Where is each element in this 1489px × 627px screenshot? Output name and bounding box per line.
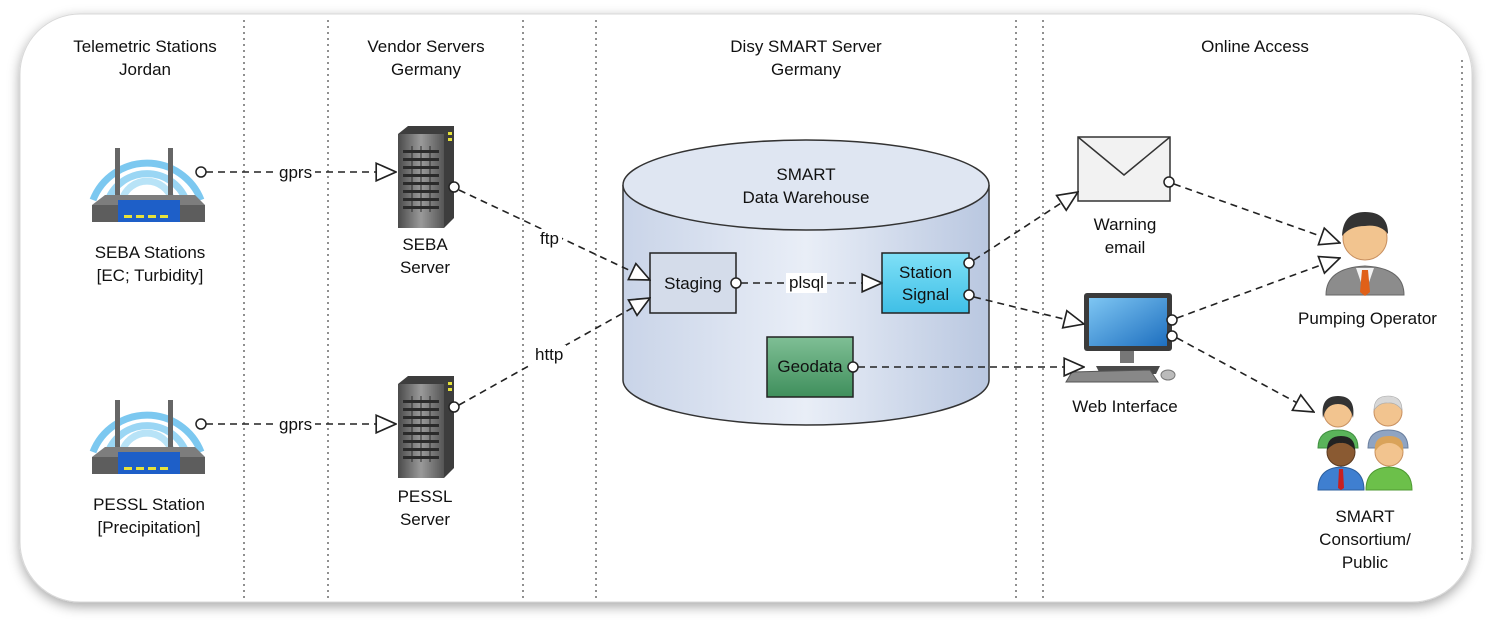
router-icon-seba [89, 148, 205, 222]
server-icon-pessl [398, 376, 454, 478]
connector-web-to-operator [1176, 258, 1340, 319]
data-warehouse-cylinder [622, 139, 990, 426]
pessl-server-label: PESSL Server [397, 487, 453, 529]
connector-signal-to-web [973, 296, 1084, 324]
lane-header-online: Online Access [1201, 37, 1309, 56]
envelope-icon [1077, 136, 1171, 202]
connector-origins [195, 166, 1178, 430]
staging-label: Staging [664, 274, 722, 293]
consortium-group-icon [1317, 395, 1413, 491]
web-interface-label: Web Interface [1072, 397, 1178, 416]
computer-icon [1065, 293, 1176, 383]
connector-web-to-public [1176, 337, 1314, 412]
connector-signal-to-email [973, 192, 1078, 261]
lane-header-disy: Disy SMART Server Germany [730, 37, 882, 79]
lane-header-telemetric: Telemetric Stations Jordan [73, 37, 217, 79]
station-signal-label: Station Signal [899, 263, 952, 304]
pumping-operator-icon [1325, 212, 1405, 296]
gprs-bottom-label: gprs [276, 415, 316, 435]
pumping-operator-label: Pumping Operator [1298, 309, 1437, 328]
connector-email-to-operator [1173, 183, 1340, 243]
warning-email-label: Warning email [1093, 215, 1157, 257]
http-label: http [532, 345, 567, 365]
server-icon-seba [398, 126, 454, 228]
geodata-label: Geodata [777, 357, 843, 376]
router-icon-pessl [89, 400, 205, 474]
seba-station-label: SEBA Stations [EC; Turbidity] [94, 243, 206, 285]
ftp-label: ftp [537, 229, 562, 249]
pessl-station-label: PESSL Station [Precipitation] [93, 495, 205, 537]
plsql-label: plsql [786, 273, 827, 293]
consortium-label: SMART Consortium/ Public [1319, 507, 1411, 572]
lane-dividers [243, 20, 1463, 602]
lane-header-vendor: Vendor Servers Germany [367, 37, 485, 79]
warehouse-label: SMART Data Warehouse [742, 165, 870, 207]
seba-server-label: SEBA Server [399, 235, 451, 277]
gprs-top-label: gprs [276, 163, 316, 183]
